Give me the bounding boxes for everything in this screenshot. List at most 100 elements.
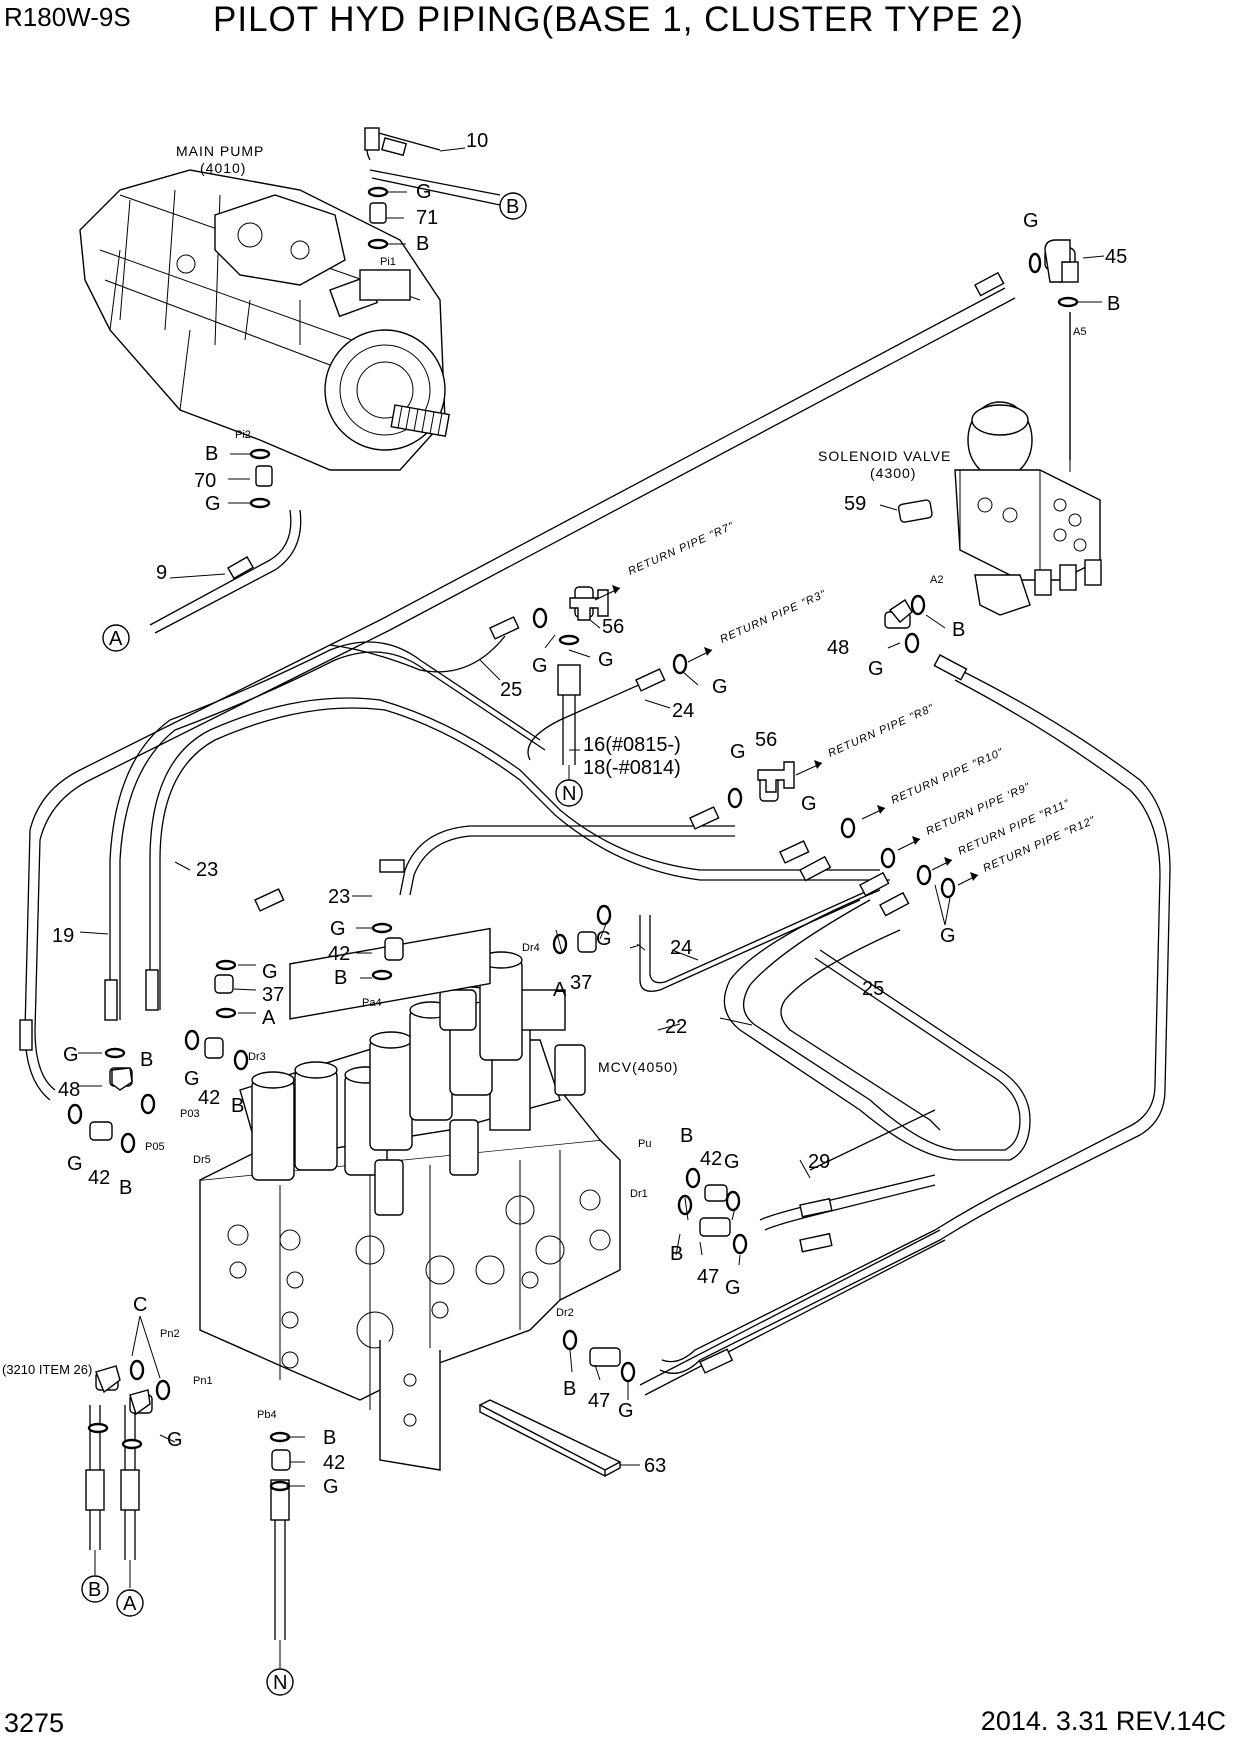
revision-date: 2014. 3.31 REV.14C xyxy=(980,1706,1226,1736)
hose-fittings xyxy=(19,127,1005,1521)
svg-text:G: G xyxy=(940,925,956,947)
svg-text:G: G xyxy=(532,655,548,677)
svg-text:G: G xyxy=(63,1044,79,1066)
callout-23: 23 xyxy=(196,859,218,881)
svg-text:A: A xyxy=(262,1007,276,1029)
callout-70: 70 xyxy=(194,470,216,492)
port-label: Pn2 xyxy=(160,1328,180,1340)
return-pipe-r7-label: RETURN PIPE "R7" xyxy=(626,520,736,578)
callout-42: 42 xyxy=(323,1452,345,1474)
callout-42: 42 xyxy=(328,943,350,965)
svg-text:B: B xyxy=(323,1427,336,1449)
callout-71: 71 xyxy=(416,207,438,229)
svg-text:G: G xyxy=(596,928,612,950)
callout-10: 10 xyxy=(466,130,488,152)
svg-text:B: B xyxy=(140,1049,153,1071)
page-title: PILOT HYD PIPING(BASE 1, CLUSTER TYPE 2) xyxy=(213,0,1024,39)
port-label: Pn1 xyxy=(193,1375,213,1387)
svg-text:G: G xyxy=(167,1429,183,1451)
svg-text:B: B xyxy=(680,1125,693,1147)
svg-text:A: A xyxy=(553,979,567,1001)
svg-text:B: B xyxy=(506,196,519,218)
callout-37: 37 xyxy=(262,984,284,1006)
callout-56: 56 xyxy=(755,729,777,751)
port-label: Dr4 xyxy=(522,942,540,954)
callout-23: 23 xyxy=(328,886,350,908)
svg-text:B: B xyxy=(563,1378,576,1400)
callout-56: 56 xyxy=(602,616,624,638)
return-pipe-r8-label: RETURN PIPE "R8" xyxy=(826,702,936,760)
svg-text:B: B xyxy=(952,619,965,641)
svg-text:B: B xyxy=(334,967,347,989)
callout-24: 24 xyxy=(670,937,692,959)
svg-text:G: G xyxy=(598,649,614,671)
svg-text:G: G xyxy=(184,1068,200,1090)
solenoid-valve-drawing xyxy=(954,401,1102,616)
tee-fittings xyxy=(569,589,795,793)
svg-text:G: G xyxy=(724,1151,740,1173)
connector-n-bottom xyxy=(266,1668,294,1696)
svg-text:A: A xyxy=(123,1593,137,1615)
item-3210-note: (3210 ITEM 26) xyxy=(2,1362,92,1377)
return-pipe-r12-label: RETURN PIPE "R12" xyxy=(981,814,1097,875)
return-pipe-arrows xyxy=(594,585,979,886)
port-label: Pi1 xyxy=(380,256,396,268)
pump-fittings xyxy=(89,202,1079,1471)
callout-25: 25 xyxy=(500,679,522,701)
callout-9: 9 xyxy=(156,562,167,584)
ring-labels: G B B G G B B G G G G G G G G B G A G A … xyxy=(63,181,1120,1498)
solenoid-valve-name: SOLENOID VALVE xyxy=(818,448,951,464)
svg-text:G: G xyxy=(801,793,817,815)
o-rings xyxy=(67,186,1079,1492)
port-label: P03 xyxy=(180,1108,200,1120)
port-label: P05 xyxy=(145,1141,165,1153)
connector-a-left xyxy=(102,624,130,652)
callout-18: 18(-#0814) xyxy=(583,757,681,779)
port-label: Pb4 xyxy=(257,1409,277,1421)
svg-text:C: C xyxy=(133,1294,147,1316)
svg-text:N: N xyxy=(562,783,576,805)
connector-b-bottom xyxy=(81,1575,109,1603)
svg-text:B: B xyxy=(88,1579,101,1601)
callout-45: 45 xyxy=(1105,246,1127,268)
callout-37: 37 xyxy=(570,972,592,994)
svg-text:G: G xyxy=(725,1277,741,1299)
return-pipe-r3-label: RETURN PIPE "R3" xyxy=(718,588,828,646)
callout-22: 22 xyxy=(665,1016,687,1038)
main-pump-code: (4010) xyxy=(200,160,246,176)
svg-text:A: A xyxy=(109,628,123,650)
leader-lines xyxy=(78,147,1105,1487)
callout-25: 25 xyxy=(862,978,884,1000)
svg-text:G: G xyxy=(262,961,278,983)
svg-text:G: G xyxy=(323,1476,339,1498)
callout-48: 48 xyxy=(827,637,849,659)
svg-text:G: G xyxy=(67,1153,83,1175)
port-label: Dr1 xyxy=(630,1188,648,1200)
svg-text:B: B xyxy=(205,443,218,465)
svg-text:N: N xyxy=(273,1672,287,1694)
port-label: Pi2 xyxy=(235,429,251,441)
hose-routing xyxy=(24,131,1171,1668)
model-number: R180W-9S xyxy=(4,2,131,32)
port-label: Dr5 xyxy=(193,1154,211,1166)
callout-42: 42 xyxy=(198,1087,220,1109)
svg-text:B: B xyxy=(119,1177,132,1199)
svg-text:B: B xyxy=(231,1095,244,1117)
elbow-fittings xyxy=(95,239,1071,1416)
svg-text:G: G xyxy=(416,181,432,203)
callout-59: 59 xyxy=(844,493,866,515)
callout-47: 47 xyxy=(697,1266,719,1288)
callout-numbers: 10 71 70 9 45 59 56 56 48 25 24 16(#0815… xyxy=(52,130,1127,1477)
port-label: Pa4 xyxy=(362,997,382,1009)
callout-63: 63 xyxy=(644,1455,666,1477)
port-label: Dr2 xyxy=(556,1307,574,1319)
main-pump-drawing xyxy=(79,169,450,471)
callout-24: 24 xyxy=(672,700,694,722)
port-label: Dr3 xyxy=(248,1051,266,1063)
svg-text:G: G xyxy=(618,1400,634,1422)
connector-a-bottom xyxy=(116,1589,144,1617)
svg-text:G: G xyxy=(330,918,346,940)
page-number: 3275 xyxy=(4,1708,65,1738)
svg-text:G: G xyxy=(205,493,221,515)
